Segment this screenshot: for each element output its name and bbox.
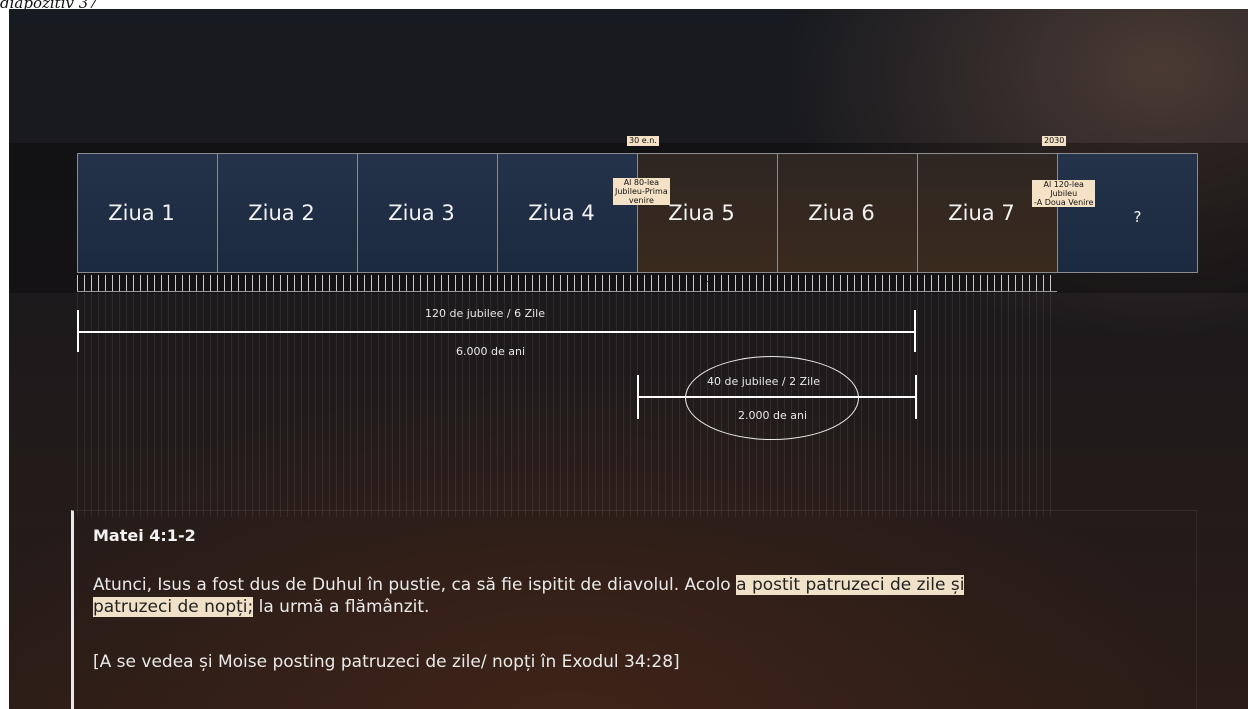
day-block-7: Ziua 7 — [917, 153, 1057, 273]
quote-body: Atunci, Isus a fost dus de Duhul în pust… — [93, 574, 1183, 618]
day-block-6: Ziua 6 — [777, 153, 917, 273]
short-span-bottom-label: 2.000 de ani — [738, 409, 808, 422]
quote-box — [71, 510, 1197, 709]
short-span-ellipse — [685, 356, 859, 440]
year-label-30: 30 e.n. — [627, 136, 659, 146]
day-block-5: Ziua 5 — [637, 153, 777, 273]
day-block-3: Ziua 3 — [357, 153, 497, 273]
jubilee-120-line-2: Jubileu — [1050, 189, 1078, 198]
day-label-1: Ziua 1 — [108, 201, 175, 225]
quote-reference: [A se vedea și Moise posting patruzeci d… — [93, 652, 680, 672]
jubilee-120-line-1: Al 120-lea — [1043, 180, 1084, 189]
jubilee-80-tag: Al 80-lea Jubileu-Prima venire — [613, 178, 670, 205]
day-blocks: Ziua 1 Ziua 2 Ziua 3 Ziua 4 Ziua 5 Ziua … — [77, 153, 1198, 273]
long-span-right-cap — [914, 310, 916, 352]
day-label-3: Ziua 3 — [388, 201, 455, 225]
day-label-7: Ziua 7 — [948, 201, 1015, 225]
short-span-left-cap — [637, 375, 639, 419]
jubilee-80-line-3: venire — [628, 196, 654, 205]
day-label-2: Ziua 2 — [248, 201, 315, 225]
day-label-unknown: ? — [1133, 208, 1142, 226]
slide: 30 e.n. 2030 Ziua 1 Ziua 2 Ziua 3 Ziua 4… — [9, 9, 1248, 709]
jubilee-120-tag: Al 120-lea Jubileu -A Doua Venire — [1032, 180, 1096, 207]
long-span-left-cap — [77, 310, 79, 352]
quote-text-before: Atunci, Isus a fost dus de Duhul în pust… — [93, 575, 737, 595]
day-block-2: Ziua 2 — [217, 153, 357, 273]
day-label-6: Ziua 6 — [808, 201, 875, 225]
year-label-2030: 2030 — [1042, 136, 1067, 146]
quote-title: Matei 4:1-2 — [93, 526, 196, 545]
long-span-top-label: 120 de jubilee / 6 Zile — [425, 307, 546, 320]
ruler-baseline — [77, 291, 1057, 292]
quote-highlight-1: a postit patruzeci de zile și — [736, 575, 965, 595]
jubilee-120-line-3: -A Doua Venire — [1034, 198, 1094, 207]
quote-highlight-2: patruzeci de nopți; — [93, 597, 254, 617]
day-block-unknown: ? — [1057, 153, 1198, 273]
day-block-4: Ziua 4 — [497, 153, 637, 273]
jubilee-80-line-1: Al 80-lea — [623, 178, 660, 187]
day-block-1: Ziua 1 — [77, 153, 217, 273]
timeline-ruler — [77, 275, 1057, 291]
day-label-4: Ziua 4 — [528, 201, 595, 225]
long-span-bottom-label: 6.000 de ani — [456, 345, 526, 358]
day-label-5: Ziua 5 — [668, 201, 735, 225]
quote-text-after: la urmă a flămânzit. — [253, 597, 430, 617]
ruler-mark-3: 3 — [981, 272, 988, 285]
short-span-top-label: 40 de jubilee / 2 Zile — [707, 375, 821, 388]
background-grid-lines — [77, 292, 1057, 517]
ruler-mark-2: 2 — [841, 272, 848, 285]
long-span-line — [77, 331, 916, 333]
jubilee-80-line-2: Jubileu-Prima — [615, 187, 668, 196]
ruler-mark-1: 1 — [702, 272, 709, 285]
short-span-right-cap — [915, 375, 917, 419]
